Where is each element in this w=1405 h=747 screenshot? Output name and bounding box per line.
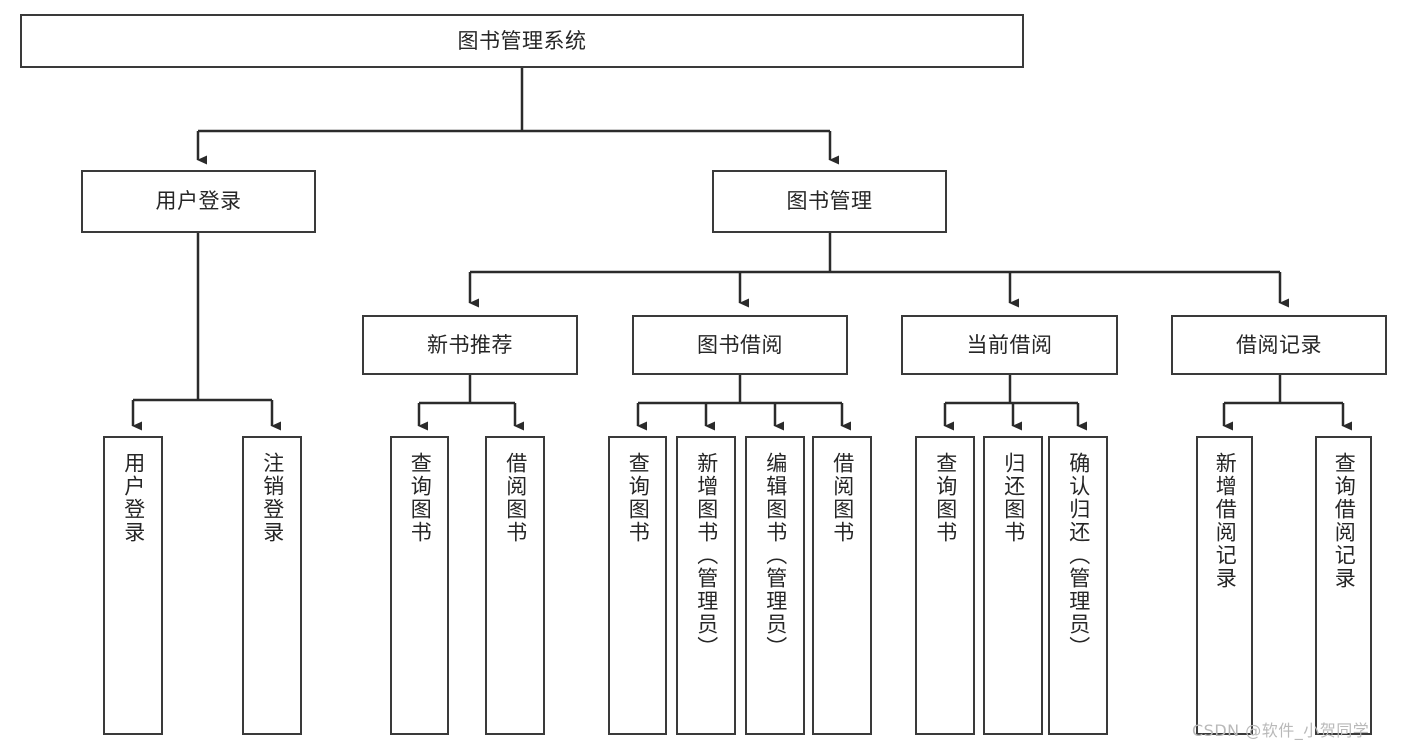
leaf-current-borrow-confirm-return-admin[interactable]: 确认归还（管理员）	[1048, 436, 1108, 735]
node-label: 图书管理系统	[457, 28, 587, 53]
node-label: 查询借阅记录	[1332, 452, 1357, 590]
leaf-user-login-login[interactable]: 用户登录	[103, 436, 163, 735]
node-label: 借阅记录	[1236, 332, 1322, 357]
node-label: 归还图书	[1001, 452, 1026, 544]
node-label: 查询图书	[933, 452, 958, 544]
node-label: 查询图书	[626, 452, 651, 544]
node-label: 编辑图书（管理员）	[763, 452, 788, 659]
node-book-borrow[interactable]: 图书借阅	[632, 315, 848, 375]
node-label: 借阅图书	[503, 452, 528, 544]
node-label: 查询图书	[408, 452, 433, 544]
leaf-borrow-record-add-record[interactable]: 新增借阅记录	[1196, 436, 1253, 735]
node-label: 新增借阅记录	[1213, 452, 1238, 590]
leaf-book-borrow-borrow-book[interactable]: 借阅图书	[812, 436, 872, 735]
leaf-book-borrow-add-book-admin[interactable]: 新增图书（管理员）	[676, 436, 736, 735]
node-label: 用户登录	[121, 452, 146, 544]
leaf-user-login-logout[interactable]: 注销登录	[242, 436, 302, 735]
leaf-current-borrow-return-book[interactable]: 归还图书	[983, 436, 1043, 735]
node-borrow-record[interactable]: 借阅记录	[1171, 315, 1387, 375]
node-root-book-management-system[interactable]: 图书管理系统	[20, 14, 1024, 68]
leaf-current-borrow-query-book[interactable]: 查询图书	[915, 436, 975, 735]
node-label: 确认归还（管理员）	[1066, 452, 1091, 659]
leaf-new-book-borrow-book[interactable]: 借阅图书	[485, 436, 545, 735]
node-current-borrow[interactable]: 当前借阅	[901, 315, 1118, 375]
node-label: 用户登录	[155, 189, 242, 214]
node-label: 注销登录	[260, 452, 285, 544]
node-label: 新增图书（管理员）	[694, 452, 719, 659]
leaf-book-borrow-edit-book-admin[interactable]: 编辑图书（管理员）	[745, 436, 805, 735]
csdn-watermark: CSDN @软件_小贺同学	[1192, 721, 1370, 740]
node-label: 图书管理	[786, 189, 873, 214]
node-user-login[interactable]: 用户登录	[81, 170, 316, 233]
node-label: 新书推荐	[427, 332, 513, 357]
leaf-book-borrow-query-book[interactable]: 查询图书	[608, 436, 667, 735]
node-label: 借阅图书	[830, 452, 855, 544]
node-label: 当前借阅	[966, 332, 1053, 357]
node-label: 图书借阅	[697, 332, 783, 357]
node-new-book-recommend[interactable]: 新书推荐	[362, 315, 578, 375]
leaf-new-book-query-book[interactable]: 查询图书	[390, 436, 449, 735]
leaf-borrow-record-query-record[interactable]: 查询借阅记录	[1315, 436, 1372, 735]
node-book-management[interactable]: 图书管理	[712, 170, 947, 233]
